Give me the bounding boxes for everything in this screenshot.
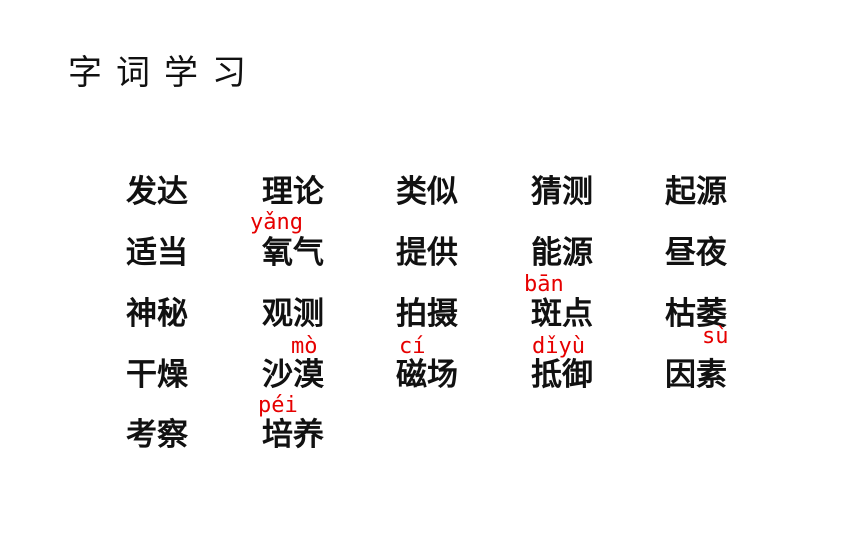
word-shenmi: 神秘 [126, 296, 188, 332]
page-title: 字词学习 [68, 53, 260, 93]
word-shamo: 沙漠 [262, 357, 324, 393]
word-paishe: 拍摄 [396, 296, 458, 332]
pinyin-pei: péi [258, 393, 298, 418]
word-kaocha: 考察 [126, 417, 188, 453]
word-nengyuan: 能源 [531, 235, 593, 271]
word-ganzao: 干燥 [126, 357, 188, 393]
pinyin-su: sù [702, 324, 729, 349]
pinyin-yang: yǎng [250, 210, 303, 235]
word-shidang: 适当 [126, 235, 188, 271]
word-diyu: 抵御 [531, 357, 593, 393]
word-fada: 发达 [126, 174, 188, 210]
word-caice: 猜测 [531, 174, 593, 210]
word-leisi: 类似 [396, 174, 458, 210]
word-cichang: 磁场 [396, 357, 458, 393]
pinyin-ban: bān [524, 272, 564, 297]
pinyin-mo: mò [291, 334, 318, 359]
word-peiyang: 培养 [262, 417, 324, 453]
word-lilun: 理论 [262, 174, 324, 210]
word-tigong: 提供 [396, 235, 458, 271]
pinyin-diyu: dǐyù [532, 334, 585, 359]
word-zhouye: 昼夜 [665, 235, 727, 271]
word-guance: 观测 [262, 296, 324, 332]
word-qiyuan: 起源 [665, 174, 727, 210]
pinyin-ci: cí [399, 334, 426, 359]
word-yangqi: 氧气 [262, 235, 324, 271]
word-kuwei: 枯萎 [665, 296, 727, 332]
word-yinsu: 因素 [665, 357, 727, 393]
word-bandian: 斑点 [531, 296, 593, 332]
